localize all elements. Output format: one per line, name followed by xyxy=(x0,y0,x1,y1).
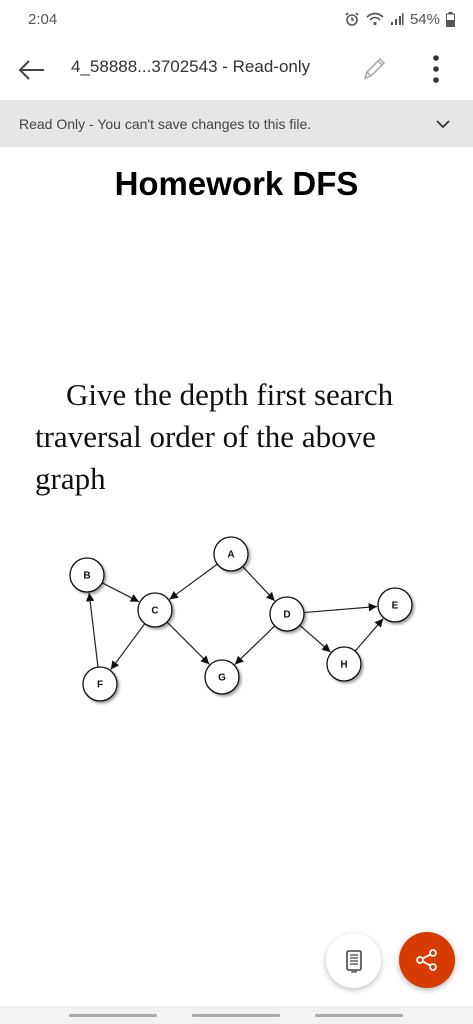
nav-back[interactable] xyxy=(315,1014,403,1017)
node-a xyxy=(213,536,249,572)
nav-home[interactable] xyxy=(192,1014,280,1017)
node-label-d: D xyxy=(283,610,290,621)
back-arrow-icon xyxy=(18,60,44,80)
graph-edges xyxy=(85,563,384,670)
node-e xyxy=(377,587,413,623)
edit-button[interactable] xyxy=(359,54,389,84)
signal-icon xyxy=(390,13,404,25)
nav-recents[interactable] xyxy=(69,1014,157,1017)
node-b xyxy=(69,557,105,593)
node-label-c: C xyxy=(151,606,158,617)
graph-nodes: A B C D E F G H xyxy=(69,536,413,702)
share-icon xyxy=(416,949,437,971)
node-g xyxy=(204,659,240,695)
edge-D-G xyxy=(234,625,276,665)
file-title: 4_58888...3702543 - Read-only xyxy=(71,57,311,76)
read-only-banner[interactable]: Read Only - You can't save changes to th… xyxy=(0,100,473,147)
graph-diagram: A B C D E F G H xyxy=(69,536,413,702)
node-f xyxy=(82,666,118,702)
read-only-message: Read Only - You can't save changes to th… xyxy=(19,115,312,132)
node-label-a: A xyxy=(227,550,234,561)
app-bar: 4_58888...3702543 - Read-only xyxy=(0,38,473,100)
alarm-icon xyxy=(345,12,359,26)
document-title: Homework DFS xyxy=(114,165,359,202)
more-vertical-icon xyxy=(433,55,439,83)
battery-percent: 54% xyxy=(409,10,440,28)
status-time: 2:04 xyxy=(28,10,58,28)
reading-view-icon xyxy=(345,949,362,973)
share-button[interactable] xyxy=(399,932,455,988)
node-label-e: E xyxy=(392,601,399,612)
battery-icon xyxy=(446,11,455,27)
edge-B-C xyxy=(101,582,140,603)
node-label-b: B xyxy=(83,571,90,582)
chevron-down-icon[interactable] xyxy=(435,116,451,132)
pencil-icon xyxy=(363,57,386,80)
edge-C-G xyxy=(166,621,210,665)
edge-D-H xyxy=(299,624,331,653)
back-button[interactable] xyxy=(16,54,48,86)
node-label-h: H xyxy=(340,660,347,671)
edge-H-E xyxy=(354,618,384,652)
node-c xyxy=(137,592,173,628)
status-icons: 54% xyxy=(344,11,455,28)
more-options-button[interactable] xyxy=(425,52,447,86)
wifi-icon xyxy=(366,12,384,26)
edge-F-B xyxy=(85,592,99,668)
node-label-g: G xyxy=(218,673,226,684)
question-text: Give the depth first search traversal or… xyxy=(35,377,394,496)
node-d xyxy=(269,596,305,632)
status-bar: 2:04 54% xyxy=(0,0,473,38)
system-navigation-bar xyxy=(0,1006,473,1024)
edge-D-E xyxy=(303,603,378,614)
node-label-f: F xyxy=(97,680,103,691)
edge-A-C xyxy=(169,563,218,600)
edge-C-F xyxy=(110,623,146,670)
node-h xyxy=(326,646,362,682)
reading-view-button[interactable] xyxy=(326,933,381,988)
edge-A-D xyxy=(242,566,276,602)
